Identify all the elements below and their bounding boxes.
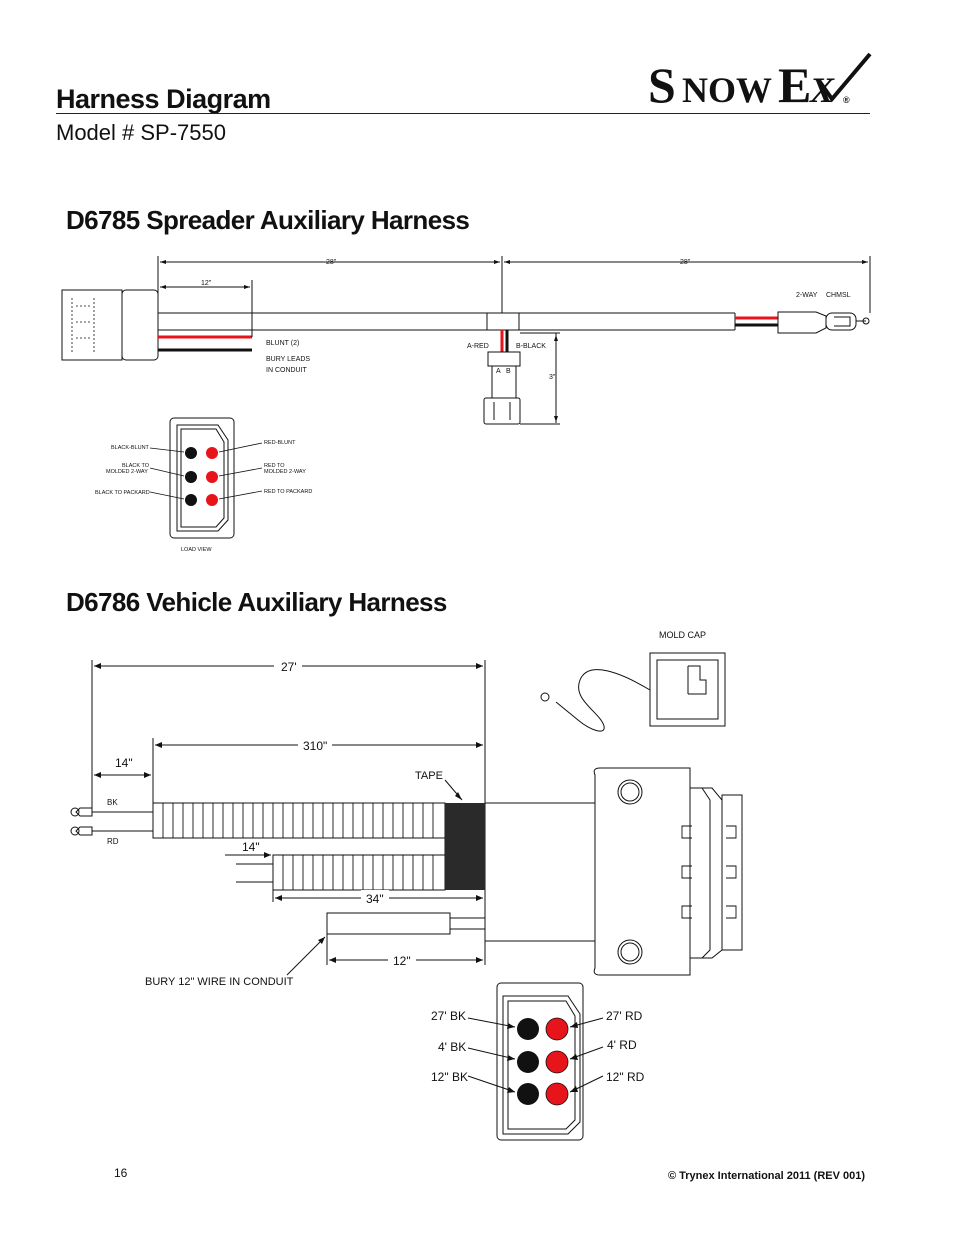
in-conduit-label: IN CONDUIT: [266, 367, 308, 374]
copyright: © Trynex International 2011 (REV 001): [668, 1170, 866, 1182]
dim-14-top: 14": [115, 756, 133, 770]
red-blunt-label: RED-BLUNT: [264, 440, 296, 446]
d6786-drawing: [70, 660, 743, 976]
d6785-heading: D6785 Spreader Auxiliary Harness: [66, 205, 470, 235]
dim-28-left: 28": [326, 259, 337, 266]
black-packard-label: BLACK TO PACKARD: [95, 490, 150, 496]
svg-text:X: X: [809, 70, 835, 110]
black-blunt-label: BLACK-BLUNT: [111, 445, 150, 451]
red-to-label: RED TO: [264, 463, 285, 469]
pin-12-bk: 12" BK: [431, 1070, 468, 1084]
packard-connector-back: [121, 289, 159, 361]
pin-4-rd: 4' RD: [607, 1038, 637, 1052]
dim-310: 310": [303, 739, 327, 753]
pin-27-bk: 27' BK: [431, 1009, 466, 1023]
svg-text:NOW: NOW: [682, 70, 772, 110]
dim-3: 3": [549, 374, 556, 381]
dim-14-bottom: 14": [242, 840, 260, 854]
rd-label: RD: [107, 837, 119, 846]
page-number: 16: [114, 1166, 128, 1180]
snowex-logo: S NOW E X ®: [644, 52, 874, 117]
upper-conduit-ribs: [162, 803, 434, 838]
d6786-heading: D6786 Vehicle Auxiliary Harness: [66, 587, 447, 617]
bury-leads-label: BURY LEADS: [266, 356, 310, 363]
bk-label: BK: [107, 798, 118, 807]
dim-12-conduit: 12": [393, 954, 411, 968]
bury-conduit-label: BURY 12" WIRE IN CONDUIT: [145, 976, 294, 988]
pin-4-bk: 4' BK: [438, 1040, 466, 1054]
mold-cap: [540, 652, 726, 732]
pin-12-rd: 12" RD: [606, 1070, 645, 1084]
dim-34: 34": [366, 892, 384, 906]
lower-conduit-ribs: [282, 855, 434, 890]
tape-wrap: [445, 803, 485, 890]
blunt-label: BLUNT (2): [266, 340, 299, 347]
chmsl-label: CHMSL: [826, 292, 851, 299]
d6785-drawing: [61, 256, 871, 425]
load-view-caption: LOAD VIEW: [181, 547, 212, 553]
mold-cap-label: MOLD CAP: [659, 630, 706, 640]
pin-b-label: B: [506, 368, 511, 375]
b-black-label: B-BLACK: [516, 343, 546, 350]
red-packard-label: RED TO PACKARD: [264, 489, 312, 495]
tape-label: TAPE: [415, 770, 443, 782]
load-view: [149, 417, 263, 539]
a-red-label: A-RED: [467, 343, 489, 350]
dim-12: 12": [201, 280, 212, 287]
pin-a-label: A: [496, 368, 501, 375]
black-to-molded-label: MOLDED 2-WAY: [106, 469, 148, 475]
model-number: Model # SP-7550: [56, 120, 226, 145]
d6786-pin-view: [467, 982, 604, 1141]
header-rule: [56, 113, 870, 114]
two-way-label: 2-WAY: [796, 292, 818, 299]
black-to-label: BLACK TO: [122, 463, 150, 469]
dim-27: 27': [281, 660, 297, 674]
packard-connector-front: [61, 289, 123, 361]
svg-text:E: E: [778, 57, 811, 112]
dim-28-right: 28": [680, 259, 691, 266]
pin-27-rd: 27' RD: [606, 1009, 643, 1023]
page-title: Harness Diagram: [56, 84, 271, 114]
svg-text:®: ®: [843, 95, 850, 105]
red-to-molded-label: MOLDED 2-WAY: [264, 469, 306, 475]
svg-text:S: S: [648, 57, 676, 112]
